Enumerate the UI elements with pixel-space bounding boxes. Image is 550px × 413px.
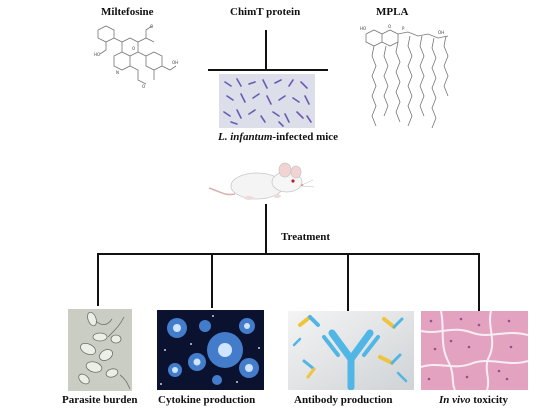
top-bar (208, 69, 328, 71)
svg-text:N: N (116, 70, 119, 75)
antibody-illustration-icon (288, 311, 414, 390)
svg-text:HO: HO (360, 26, 366, 31)
tissue-histology-icon (421, 311, 528, 390)
svg-text:HO: HO (94, 52, 100, 57)
toxicity-text: toxicity (470, 394, 509, 406)
branch-antibody (347, 253, 349, 311)
branch-bar (97, 253, 480, 255)
infected-mice-label: L. infantum-infected mice (218, 131, 338, 143)
species-name: L. infantum (218, 131, 273, 143)
treatment-connector (265, 204, 267, 254)
infected-mice-suffix: -infected mice (272, 131, 339, 143)
chimt-protein-label: ChimT protein (230, 6, 301, 18)
mpla-structure-icon: HO O P OH (360, 24, 449, 129)
miltefosine-structure-icon: HO O OH O N O (94, 24, 178, 88)
miltefosine-label: Miltefosine (101, 6, 154, 18)
mpla-label: MPLA (376, 6, 409, 18)
parasite-burden-label: Parasite burden (62, 394, 138, 406)
cytokine-micrograph-icon (157, 310, 264, 390)
chimt-connector (265, 30, 267, 70)
svg-text:OH: OH (172, 60, 178, 65)
in-vivo-toxicity-label: In vivo toxicity (439, 394, 508, 406)
svg-text:O: O (132, 46, 135, 51)
antibody-production-label: Antibody production (294, 394, 393, 406)
svg-text:O: O (142, 84, 145, 88)
in-vivo-text: In vivo (439, 394, 471, 406)
svg-text:O: O (150, 24, 153, 29)
mouse-icon (208, 162, 315, 200)
parasite-slide-icon (219, 74, 315, 128)
svg-text:O: O (388, 24, 391, 29)
cytokine-production-label: Cytokine production (158, 394, 256, 406)
svg-text:OH: OH (438, 30, 444, 35)
branch-toxicity (478, 253, 480, 311)
branch-cytokine (211, 253, 213, 308)
svg-text:P: P (402, 26, 405, 31)
treatment-label: Treatment (281, 231, 331, 243)
branch-parasite (97, 253, 99, 306)
parasite-micrograph-icon (68, 309, 132, 391)
